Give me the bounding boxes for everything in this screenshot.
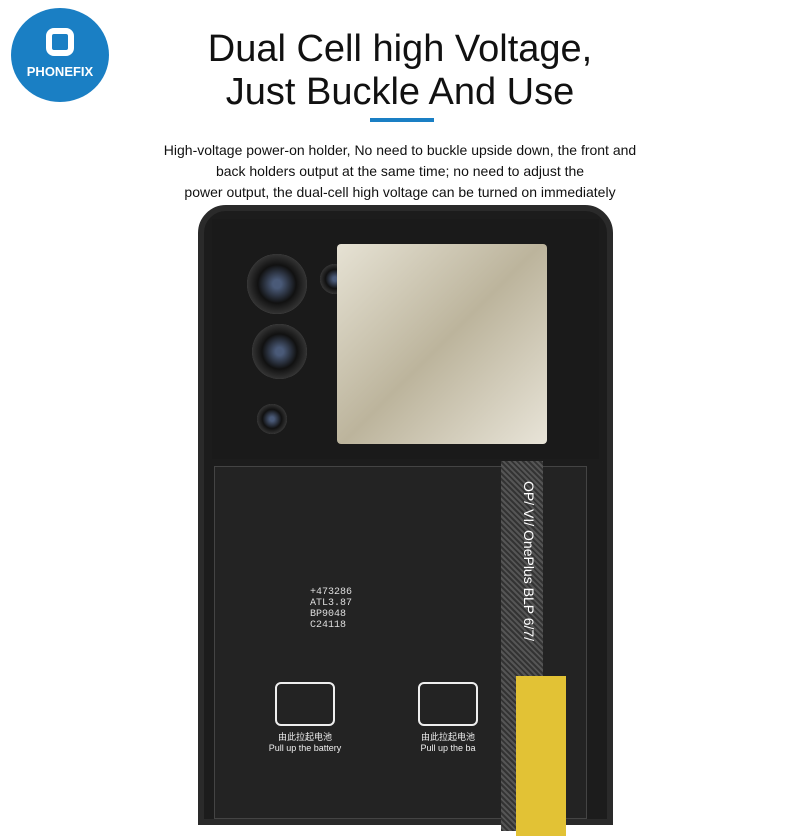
phonefix-logo: PHONEFIX xyxy=(11,8,109,102)
motherboard xyxy=(212,219,599,459)
title-line-2: Just Buckle And Use xyxy=(225,71,575,113)
flex-cable-label: OP/ VI/ OnePlus BLP 6/7/ xyxy=(521,481,537,642)
title-underline xyxy=(370,118,434,122)
logo-text: PHONEFIX xyxy=(26,64,94,79)
camera-macro xyxy=(257,404,287,434)
camera-wide xyxy=(252,324,307,379)
pull-battery-icon xyxy=(418,682,478,726)
description: High-voltage power-on holder, No need to… xyxy=(120,140,680,203)
yellow-pry-tool xyxy=(516,676,566,836)
camera-main xyxy=(247,254,307,314)
wrench-phone-icon xyxy=(46,28,74,56)
desc-line-1: High-voltage power-on holder, No need to… xyxy=(163,142,637,158)
title-line-1: Dual Cell high Voltage, xyxy=(207,28,593,70)
desc-line-3: power output, the dual-cell high voltage… xyxy=(184,184,616,200)
shield-cover xyxy=(337,244,547,444)
pull-battery-icon xyxy=(275,682,335,726)
page-title: Dual Cell high Voltage, Just Buckle And … xyxy=(0,28,800,114)
desc-line-2: back holders output at the same time; no… xyxy=(215,163,585,179)
